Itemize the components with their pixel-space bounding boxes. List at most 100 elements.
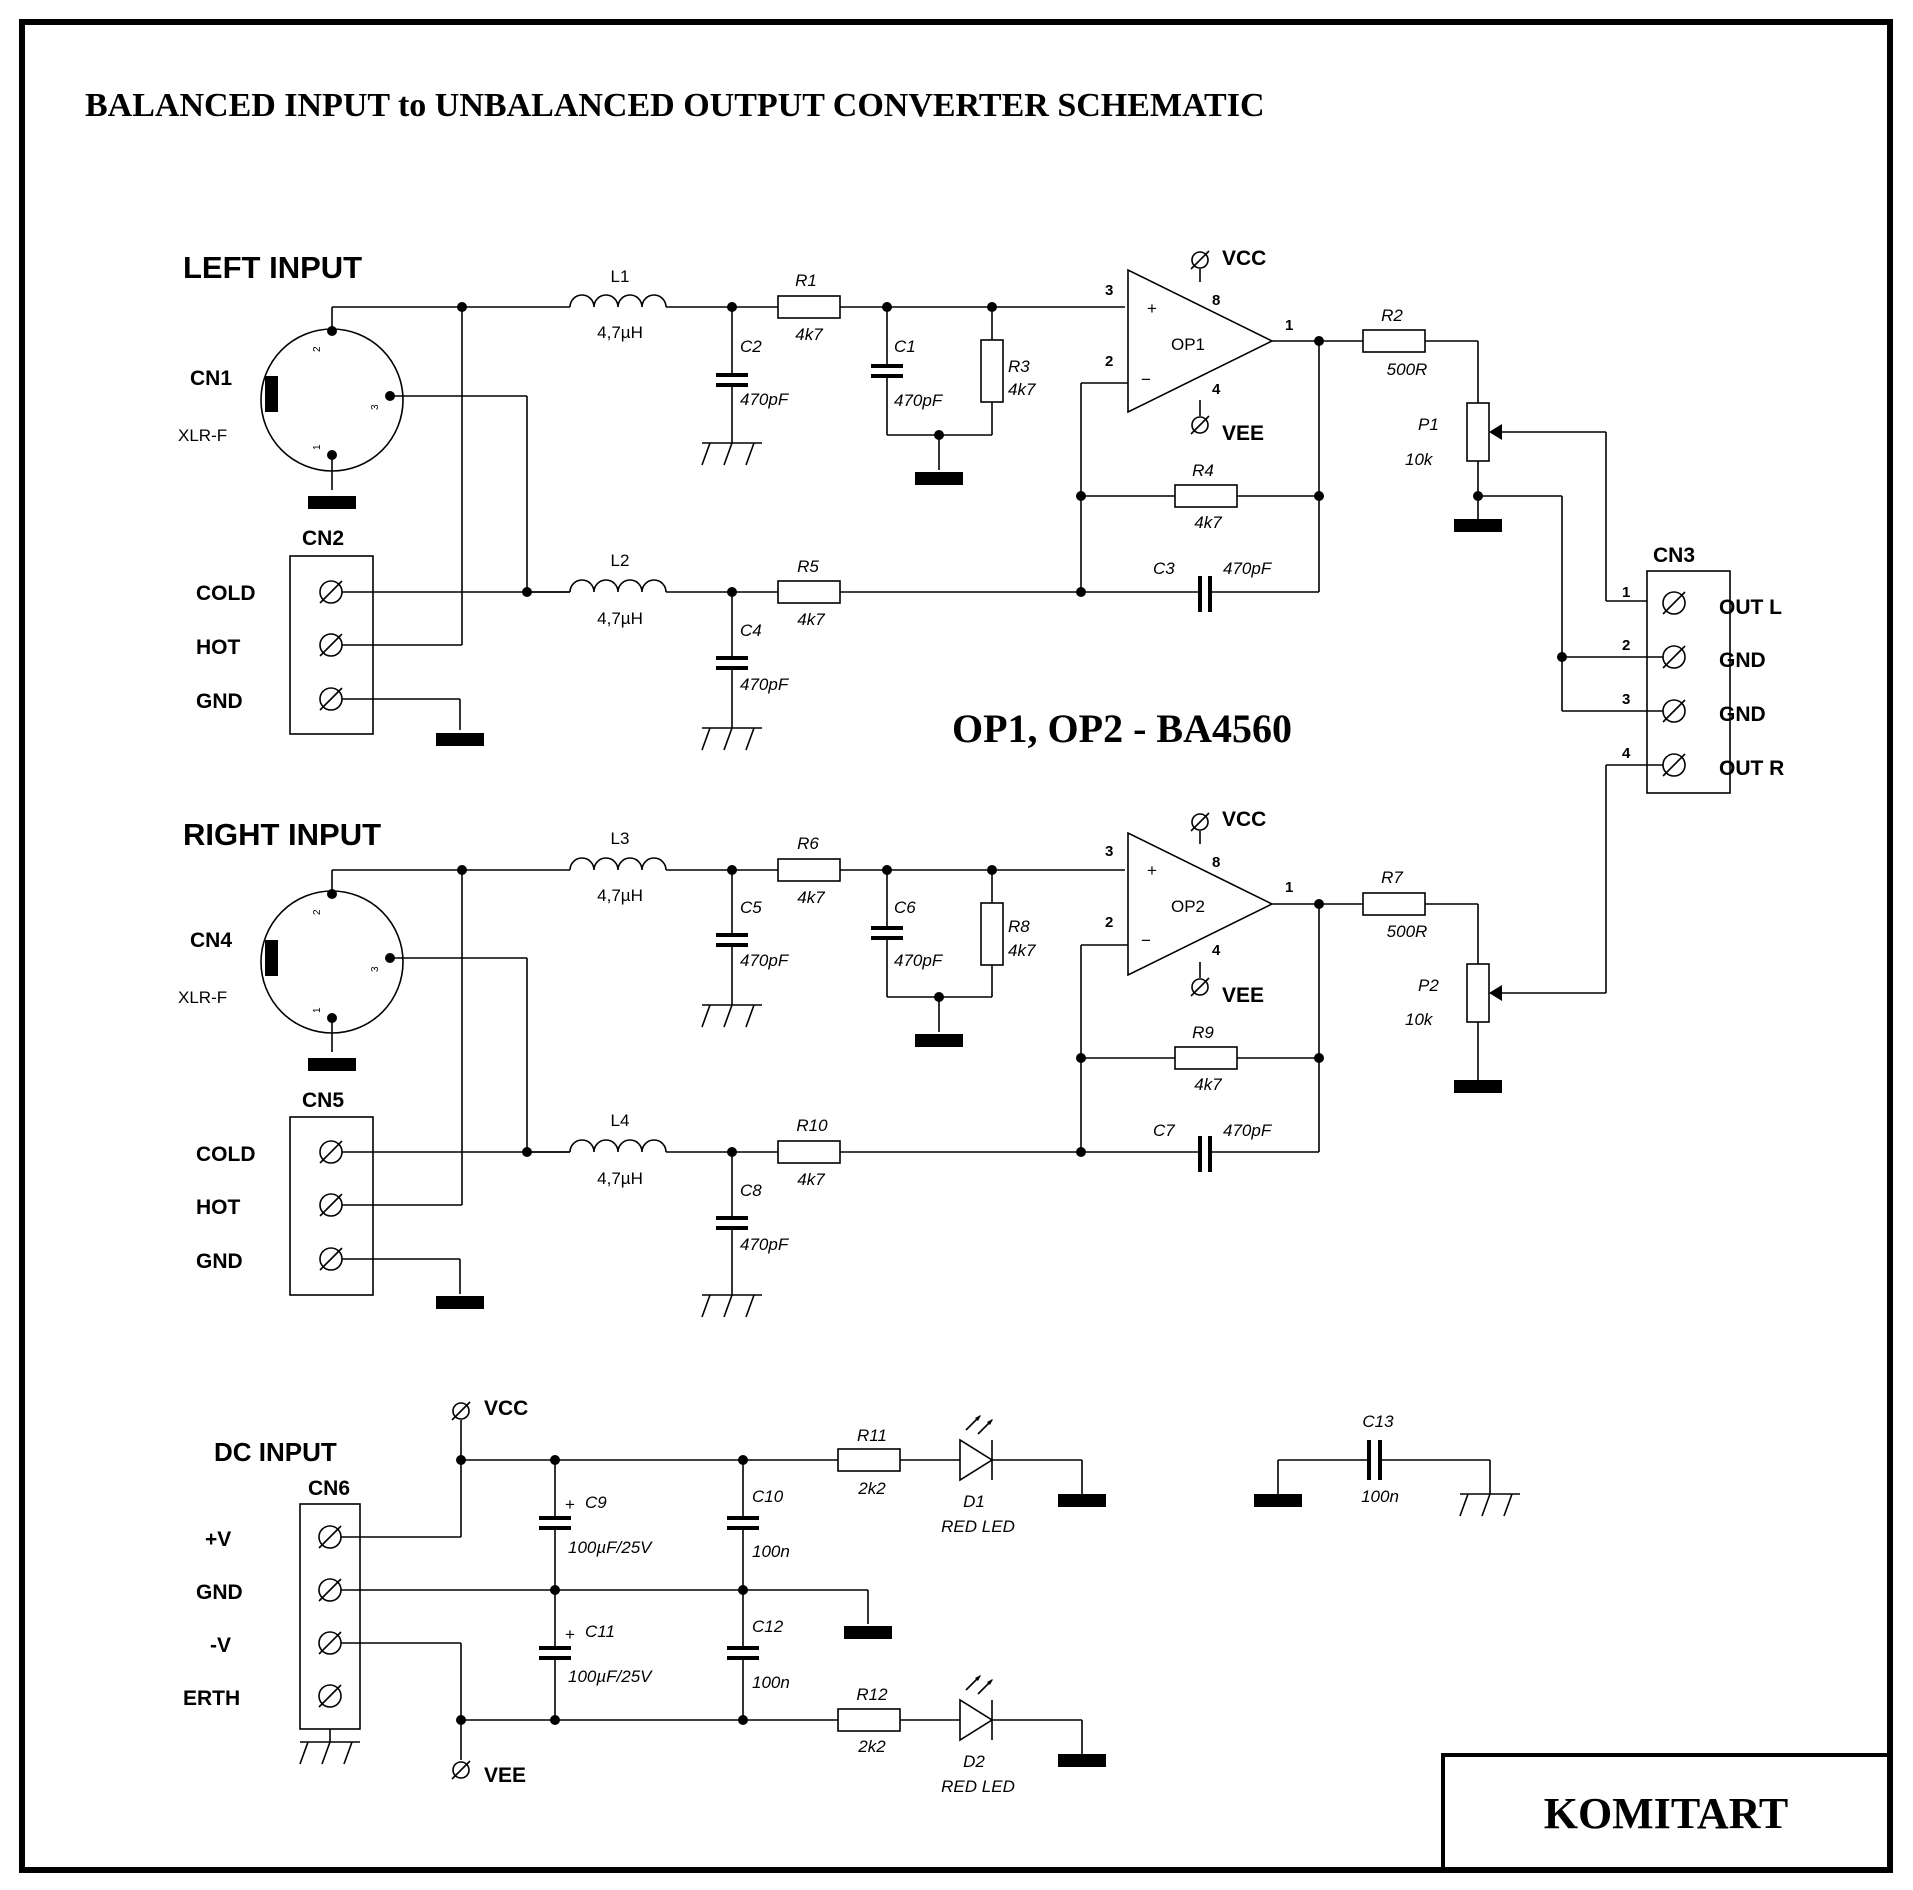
r11-ref: R11 bbox=[857, 1426, 887, 1445]
cn4-type: XLR-F bbox=[178, 988, 227, 1007]
c4-value: 470pF bbox=[740, 675, 790, 694]
c12-ref: C12 bbox=[752, 1617, 784, 1636]
inductor-l1 bbox=[569, 294, 667, 308]
cn1-pin1-label: 1 bbox=[312, 444, 323, 450]
cn3-pin2: 2 bbox=[1622, 637, 1630, 654]
chassis-ground-symbol bbox=[1459, 1493, 1521, 1517]
op1-vcc-label: VCC bbox=[1222, 247, 1266, 270]
dc-vee-label: VEE bbox=[484, 1764, 526, 1787]
resistor-r8 bbox=[980, 902, 1004, 966]
op1-vee-label: VEE bbox=[1222, 422, 1264, 445]
c13-ref: C13 bbox=[1362, 1412, 1394, 1431]
output-connector-cn3: CN3 1 2 3 4 OUT L GND GND OUT R bbox=[1557, 544, 1784, 993]
c9-value: 100µF/25V bbox=[568, 1538, 653, 1557]
vee-terminal bbox=[1190, 977, 1210, 997]
chassis-ground-symbol bbox=[701, 442, 763, 466]
p2-ref: P2 bbox=[1418, 976, 1439, 995]
cn6-pos-label: +V bbox=[205, 1528, 231, 1551]
brand-name: KOMITART bbox=[1544, 1789, 1789, 1838]
left-input-heading: LEFT INPUT bbox=[183, 250, 362, 285]
inductor-l4 bbox=[569, 1139, 667, 1153]
ground-symbol bbox=[1058, 1754, 1106, 1767]
op1-noninv-sign: + bbox=[1147, 299, 1157, 318]
chassis-ground-symbol bbox=[299, 1741, 361, 1765]
cn5-ref: CN5 bbox=[302, 1089, 344, 1112]
cn6-ref: CN6 bbox=[308, 1477, 350, 1500]
right-input-heading: RIGHT INPUT bbox=[183, 817, 381, 852]
op1-ref: OP1 bbox=[1171, 335, 1205, 354]
l2-value: 4,7µH bbox=[597, 609, 643, 628]
opamp-note: OP1, OP2 - BA4560 bbox=[952, 706, 1292, 751]
op1-inv-sign: − bbox=[1141, 370, 1151, 389]
cn2-hot-label: HOT bbox=[196, 636, 241, 659]
r9-ref: R9 bbox=[1192, 1023, 1214, 1042]
resistor-r7 bbox=[1362, 892, 1426, 916]
ground-symbol bbox=[436, 1296, 484, 1309]
cn4-ref: CN4 bbox=[190, 929, 232, 952]
r2-value: 500R bbox=[1387, 360, 1428, 379]
cn3-pin4: 4 bbox=[1622, 745, 1631, 762]
resistor-r3 bbox=[980, 339, 1004, 403]
c11-plus: + bbox=[565, 1625, 575, 1644]
op2-pin1: 1 bbox=[1285, 879, 1293, 896]
cn1-ref: CN1 bbox=[190, 367, 232, 390]
c5-value: 470pF bbox=[740, 951, 790, 970]
title-block bbox=[1441, 1753, 1892, 1872]
ground-symbol bbox=[1454, 1080, 1502, 1093]
ground-symbol bbox=[915, 472, 963, 485]
r1-value: 4k7 bbox=[795, 325, 823, 344]
c11-ref: C11 bbox=[585, 1622, 615, 1641]
c12-value: 100n bbox=[752, 1673, 790, 1692]
r3-ref: R3 bbox=[1008, 357, 1030, 376]
c10-ref: C10 bbox=[752, 1487, 784, 1506]
vee-terminal bbox=[451, 1760, 471, 1780]
cn1-type: XLR-F bbox=[178, 426, 227, 445]
cn2-cold-label: COLD bbox=[196, 582, 256, 605]
op1-pin3: 3 bbox=[1105, 282, 1113, 299]
cn6-neg-label: -V bbox=[210, 1634, 231, 1657]
resistor-r1 bbox=[777, 295, 841, 319]
dc-input-section: DC INPUT CN6 +V GND -V ERTH VCC VE bbox=[183, 1397, 1521, 1796]
r5-value: 4k7 bbox=[797, 610, 825, 629]
ground-symbol bbox=[308, 496, 356, 509]
c11-value: 100µF/25V bbox=[568, 1667, 653, 1686]
cn6-terminal-block bbox=[299, 1503, 361, 1730]
r11-value: 2k2 bbox=[857, 1479, 886, 1498]
c2-value: 470pF bbox=[740, 390, 790, 409]
vcc-terminal bbox=[451, 1401, 471, 1421]
c2-ref: C2 bbox=[740, 337, 762, 356]
r1-ref: R1 bbox=[795, 271, 817, 290]
d2-ref: D2 bbox=[963, 1752, 985, 1771]
cn5-terminal-block bbox=[289, 1116, 374, 1296]
cn1-pin2-label: 2 bbox=[312, 346, 323, 352]
resistor-r6 bbox=[777, 858, 841, 882]
c1-ref: C1 bbox=[894, 337, 916, 356]
drawing-frame bbox=[19, 19, 1893, 1873]
vcc-terminal bbox=[1190, 812, 1210, 832]
c9-plus: + bbox=[565, 1495, 575, 1514]
ground-symbol bbox=[844, 1626, 892, 1639]
r6-value: 4k7 bbox=[797, 888, 825, 907]
r2-ref: R2 bbox=[1381, 306, 1403, 325]
op2-pin4: 4 bbox=[1212, 942, 1221, 959]
d2-value: RED LED bbox=[941, 1777, 1015, 1796]
chassis-ground-symbol bbox=[701, 727, 763, 751]
r3-value: 4k7 bbox=[1008, 380, 1036, 399]
op2-ref: OP2 bbox=[1171, 897, 1205, 916]
c13-value: 100n bbox=[1361, 1487, 1399, 1506]
resistor-r12 bbox=[837, 1708, 901, 1732]
c1-value: 470pF bbox=[894, 391, 944, 410]
cn6-gnd-label: GND bbox=[196, 1581, 243, 1604]
resistor-r5 bbox=[777, 580, 841, 604]
cn3-gnd1-label: GND bbox=[1719, 649, 1766, 672]
r7-value: 500R bbox=[1387, 922, 1428, 941]
cn4-pin2-label: 2 bbox=[312, 909, 323, 915]
cn3-gnd2-label: GND bbox=[1719, 703, 1766, 726]
ground-symbol bbox=[1454, 519, 1502, 532]
op2-vee-label: VEE bbox=[1222, 984, 1264, 1007]
resistor-r9 bbox=[1174, 1046, 1238, 1070]
cn4-key bbox=[265, 940, 278, 976]
p1-ref: P1 bbox=[1418, 415, 1439, 434]
op1-pin4: 4 bbox=[1212, 381, 1221, 398]
